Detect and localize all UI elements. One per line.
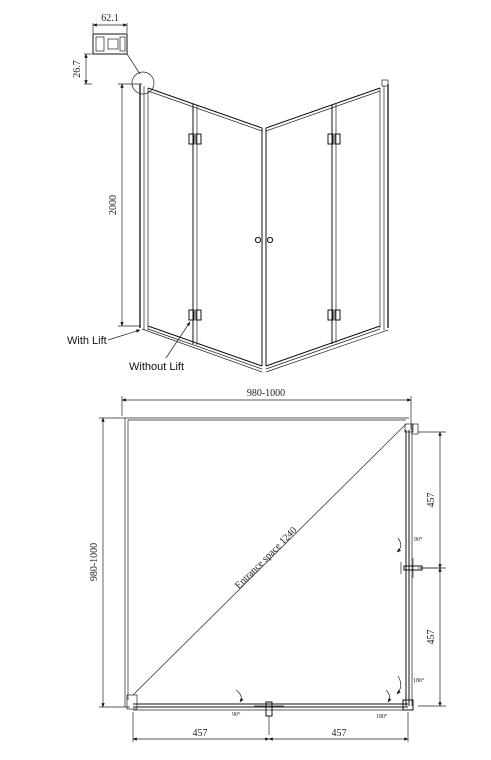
knob-left-icon	[254, 236, 262, 244]
with-lift-callout: With Lift	[67, 335, 107, 347]
right-upper-dimension-label: 457	[426, 493, 437, 508]
swing-arrow-right-upper	[396, 537, 402, 553]
detail-circle	[131, 71, 155, 95]
without-lift-callout: Without Lift	[129, 361, 184, 373]
entrance-diagonal	[132, 423, 407, 696]
plan-width-label: 980-1000	[247, 388, 285, 399]
plan-depth-label: 980-1000	[89, 543, 100, 581]
swing-arrow-right-lower	[396, 675, 402, 695]
hinge-right-top	[327, 133, 334, 145]
shower-plan-view: 980-1000 980-1000 Entrance space 1240	[89, 388, 446, 742]
angle-right-lower: 180°	[413, 677, 425, 684]
profile-section	[92, 33, 128, 55]
bottom-left-dimension-label: 457	[193, 728, 208, 739]
right-lower-dimension-label: 457	[426, 630, 437, 645]
entrance-space-label: Entrance space 1240	[233, 525, 299, 591]
hinge-left-top	[188, 133, 195, 145]
angle-bottom-left: 90°	[232, 711, 241, 718]
profile-detail: 62.1 26.7	[72, 13, 141, 85]
bottom-right-dimension-label: 457	[332, 728, 347, 739]
shower-elevation-view: 2000	[67, 71, 389, 373]
angle-right-upper: 90°	[414, 536, 423, 543]
height-label: 2000	[108, 195, 119, 215]
angle-bottom-right: 180°	[376, 713, 388, 720]
swing-arrow-bottom-right	[385, 689, 392, 703]
hinge-left-bottom	[188, 309, 195, 321]
knob-right-icon	[266, 236, 274, 244]
hinge-right-bottom	[327, 309, 334, 321]
swing-arrow-bottom-left	[235, 689, 244, 703]
detail-leader-line	[126, 53, 141, 75]
profile-width-label: 62.1	[101, 13, 119, 24]
profile-height-label: 26.7	[72, 60, 83, 78]
